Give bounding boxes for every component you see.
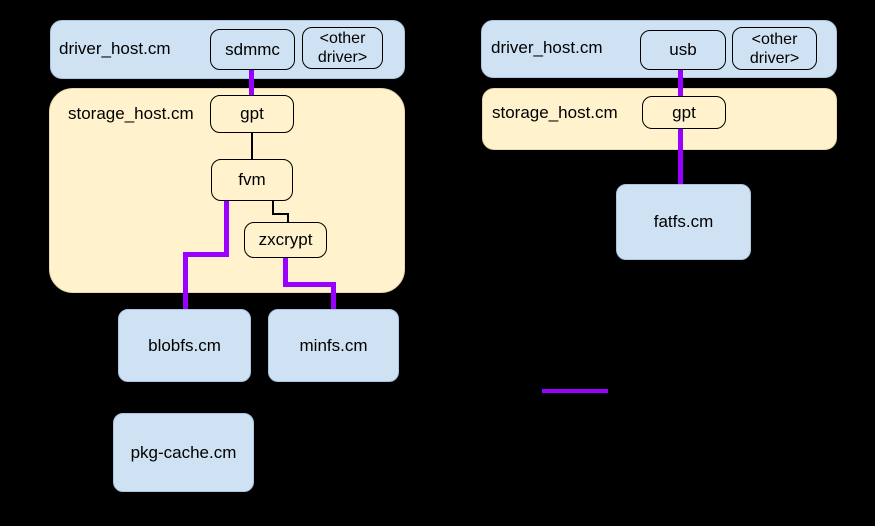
right-storage-host-label: storage_host.cm xyxy=(492,103,618,122)
leaf-blobfs: blobfs.cm xyxy=(118,309,251,382)
leaf-fatfs: fatfs.cm xyxy=(616,184,751,260)
edge-usb-to-gpt xyxy=(678,69,683,97)
leaf-pkg-cache: pkg-cache.cm xyxy=(113,413,254,492)
legend-purple-line xyxy=(542,389,608,393)
node-gpt-left: gpt xyxy=(210,95,294,133)
node-fvm: fvm xyxy=(211,159,293,201)
edge-zxcrypt-to-minfs-v1 xyxy=(283,256,288,287)
node-zxcrypt: zxcrypt xyxy=(244,222,327,258)
left-driver-host-label: driver_host.cm xyxy=(59,39,171,58)
edge-gpt-to-fvm xyxy=(251,132,253,161)
right-driver-host-label: driver_host.cm xyxy=(491,38,603,57)
leaf-minfs: minfs.cm xyxy=(268,309,399,382)
edge-fvm-to-blobfs-h xyxy=(183,252,229,257)
edge-zxcrypt-to-minfs-h xyxy=(283,282,336,287)
edge-zxcrypt-to-minfs-v2 xyxy=(331,282,336,310)
edge-fvm-to-blobfs-v1 xyxy=(224,199,229,257)
edge-fvm-to-zxcrypt-h xyxy=(272,213,289,215)
node-sdmmc: sdmmc xyxy=(210,29,295,70)
node-usb: usb xyxy=(640,30,726,70)
node-other-driver-right: <other driver> xyxy=(732,27,817,70)
edge-fvm-to-zxcrypt-v2 xyxy=(287,213,289,223)
node-other-driver-left: <other driver> xyxy=(302,27,383,69)
node-gpt-right: gpt xyxy=(642,96,726,129)
edge-fvm-to-zxcrypt-v1 xyxy=(272,200,274,214)
edge-gpt-to-fatfs xyxy=(678,128,683,185)
edge-fvm-to-blobfs-v2 xyxy=(183,252,188,310)
left-storage-host-label: storage_host.cm xyxy=(68,104,194,123)
edge-sdmmc-to-gpt xyxy=(249,69,254,97)
